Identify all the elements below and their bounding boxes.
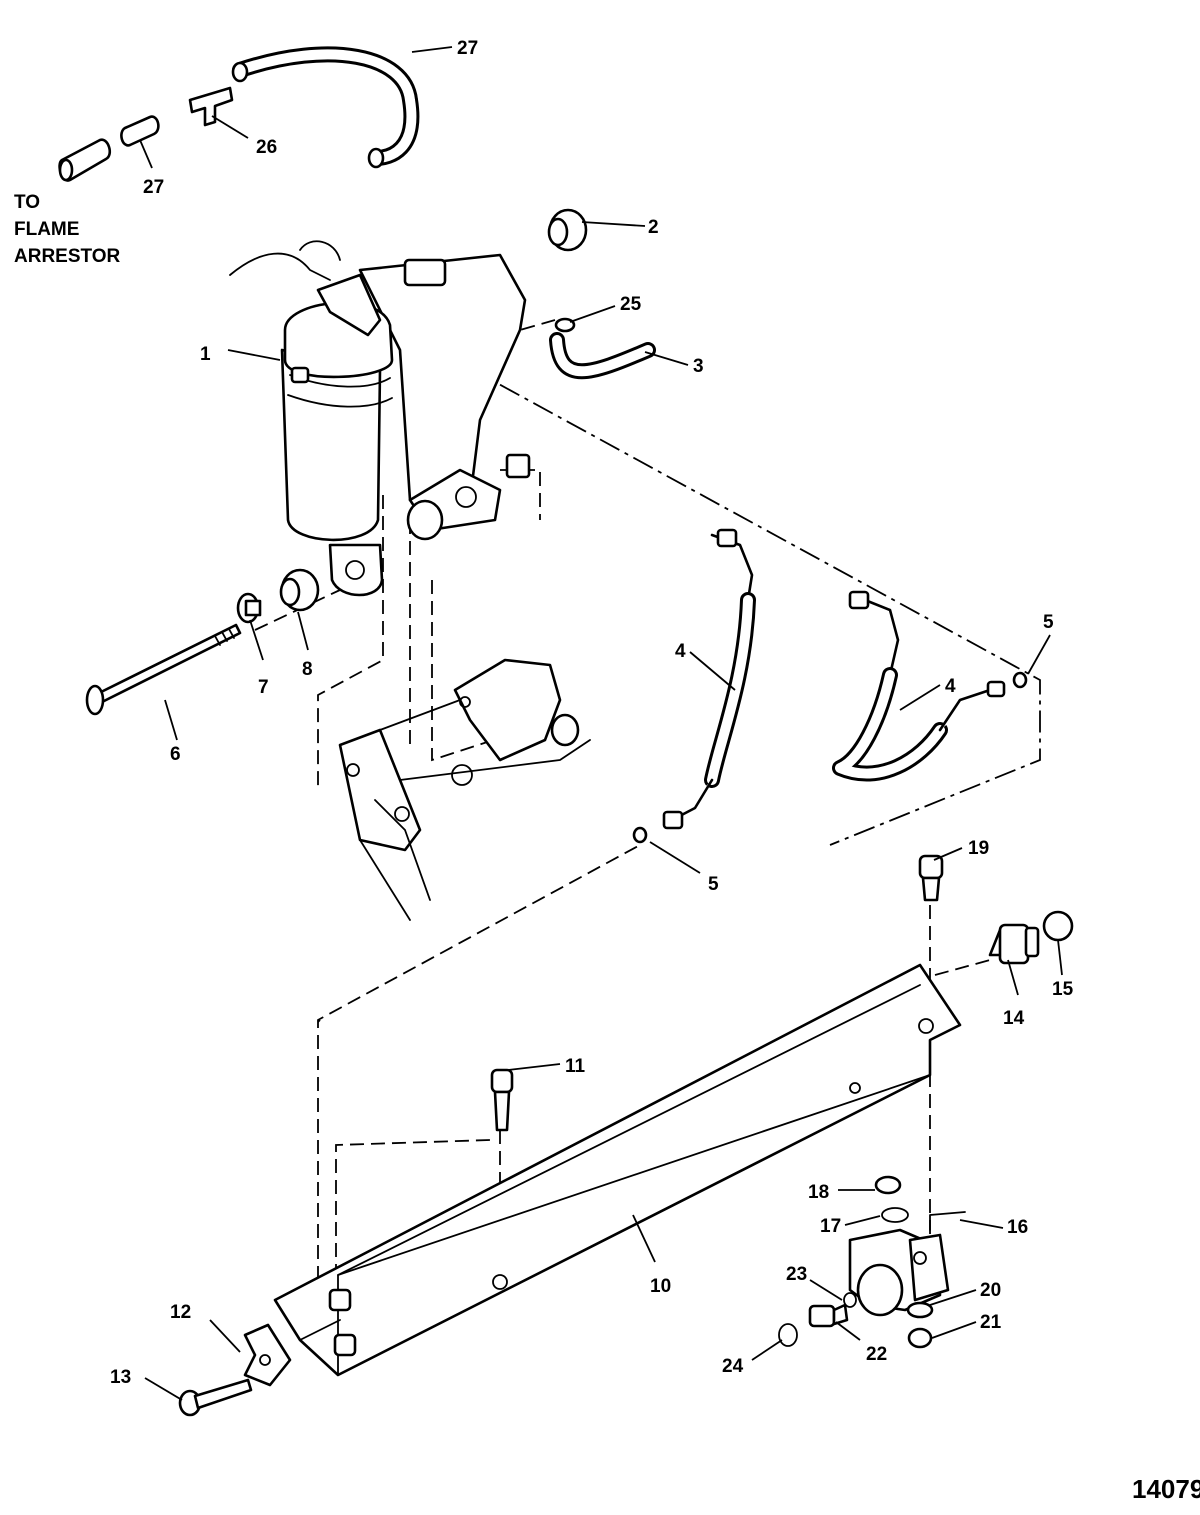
hose-3 [549, 317, 656, 380]
callout-11: 11 [565, 1056, 586, 1077]
callout-10: 10 [650, 1276, 671, 1297]
mounting-bracket [338, 658, 591, 921]
callout-15: 15 [1052, 979, 1074, 1000]
callout-18: 18 [808, 1182, 829, 1203]
callout-27-top: 27 [457, 38, 478, 59]
callout-22: 22 [866, 1344, 887, 1365]
grommets-and-bolt [85, 208, 588, 716]
callout-23: 23 [786, 1264, 807, 1285]
callout-19: 19 [968, 838, 989, 859]
flame-arrestor-note: TO FLAME ARRESTOR [14, 192, 121, 267]
callout-6: 6 [170, 744, 181, 765]
callout-4-left: 4 [675, 641, 686, 662]
callout-3: 3 [693, 356, 704, 377]
callout-5-bottom: 5 [708, 874, 719, 895]
callout-leaders [139, 46, 1063, 1401]
schrader-valve [988, 910, 1074, 965]
callout-12: 12 [170, 1302, 191, 1323]
figure-number: 14079 [1132, 1474, 1200, 1504]
callout-1: 1 [200, 344, 211, 365]
callout-21: 21 [980, 1312, 1002, 1333]
callout-4-right: 4 [945, 676, 956, 697]
callout-7: 7 [258, 677, 269, 698]
callout-26: 26 [256, 137, 277, 158]
callout-20: 20 [980, 1280, 1001, 1301]
callout-17: 17 [820, 1216, 841, 1237]
callout-2: 2 [648, 217, 659, 238]
fuel-filter-assembly [229, 240, 531, 597]
alignment-lines [254, 319, 1041, 1322]
screws-and-retainer [178, 854, 944, 1417]
fuel-lines [632, 528, 1028, 844]
callout-24: 24 [722, 1356, 744, 1377]
callout-16: 16 [1007, 1217, 1028, 1238]
note-line-2: FLAME [14, 219, 79, 240]
callout-5-top: 5 [1043, 612, 1054, 633]
hose-assembly-top [58, 46, 420, 182]
callout-13: 13 [110, 1367, 131, 1388]
callout-27-left: 27 [143, 177, 164, 198]
pressure-regulator [778, 1175, 966, 1349]
callout-25: 25 [620, 294, 642, 315]
note-line-1: TO [14, 192, 40, 213]
callout-labels: 1 2 3 4 4 5 5 6 7 8 10 11 12 13 14 15 16… [110, 38, 1074, 1388]
callout-14: 14 [1003, 1008, 1025, 1029]
note-line-3: ARRESTOR [14, 246, 121, 267]
callout-8: 8 [302, 659, 313, 680]
fuel-rail [273, 963, 962, 1377]
